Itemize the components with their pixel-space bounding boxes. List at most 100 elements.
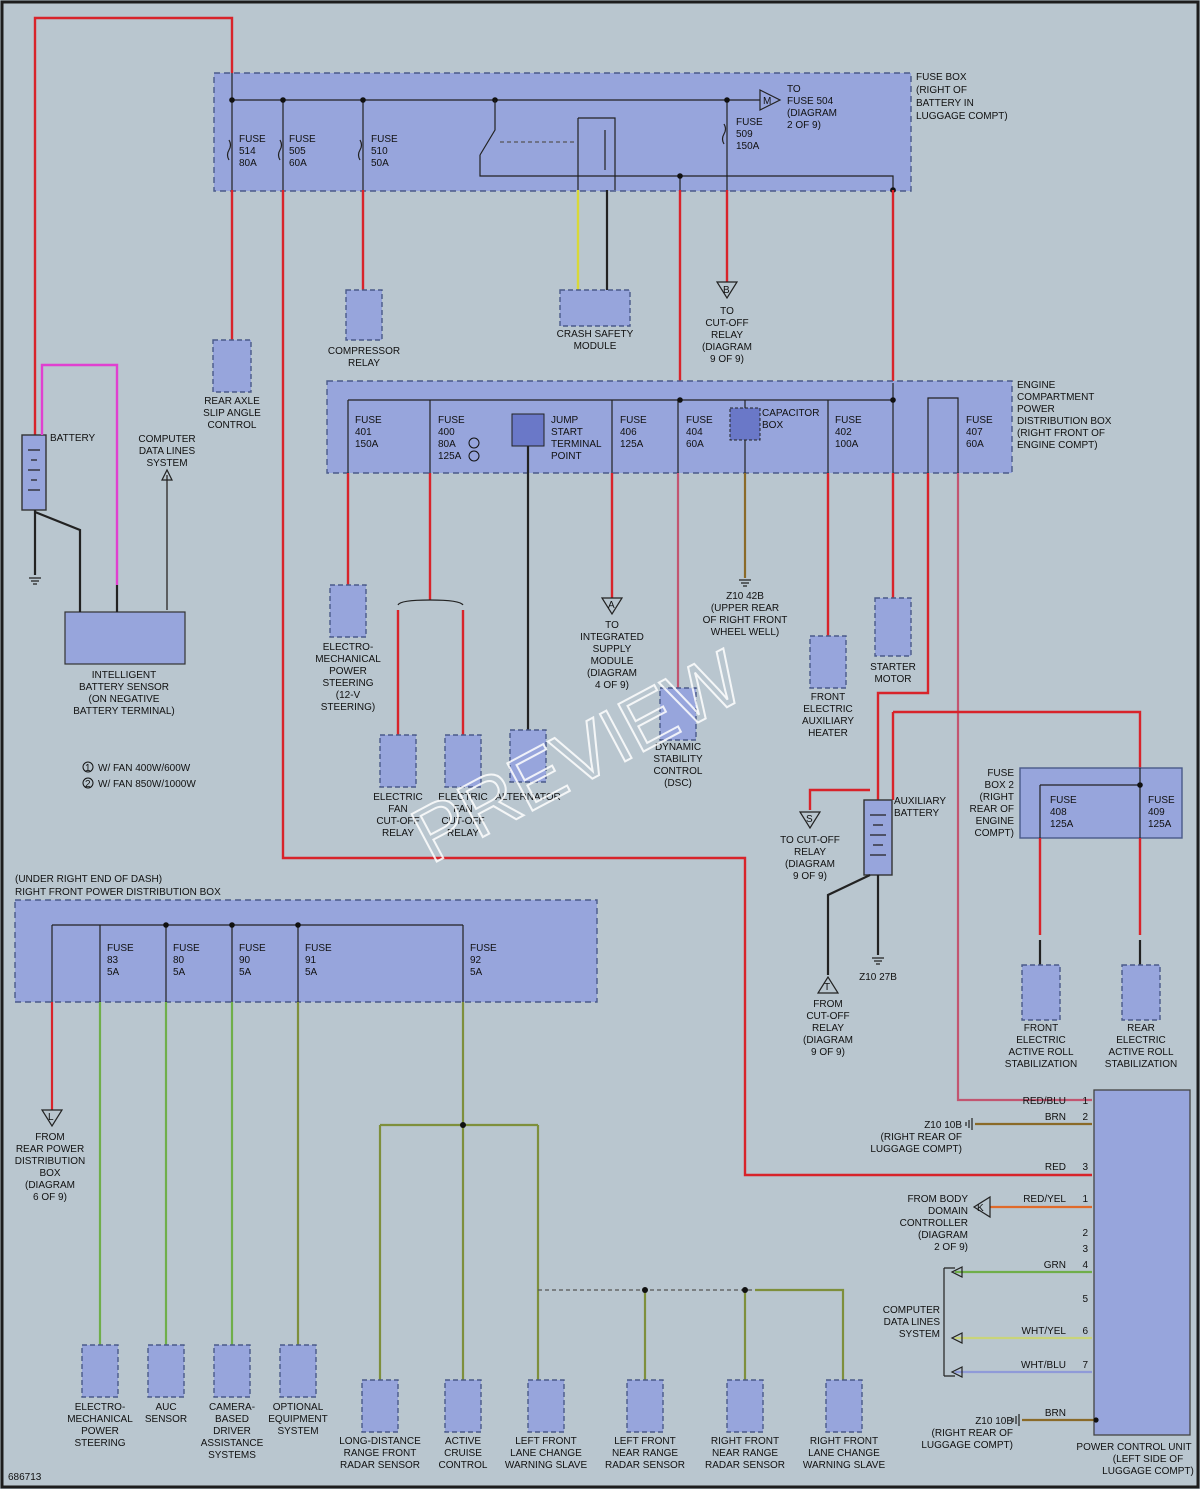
eps2-label: ELECTRO- MECHANICAL POWER STEERING [67,1402,133,1449]
svg-text:STARTER: STARTER [870,662,916,673]
svg-text:1: 1 [1082,1194,1088,1205]
cutoff-s-label: TO CUT-OFF RELAY (DIAGRAM 9 OF 9) [780,835,840,882]
svg-text:50A: 50A [371,158,389,169]
svg-text:ELECTRIC: ELECTRIC [1016,1035,1065,1046]
svg-text:5: 5 [1082,1294,1088,1305]
electric-fan-cutoff-relay-2 [444,734,482,788]
rear-arc-label: REAR ELECTRIC ACTIVE ROLL STABILIZATION [1105,1023,1177,1070]
svg-text:WHT/BLU: WHT/BLU [1021,1360,1066,1371]
svg-text:(DIAGRAM: (DIAGRAM [803,1035,853,1046]
svg-text:ENGINE: ENGINE [1017,380,1056,391]
fuse-80: FUSE 80 5A [173,943,200,978]
svg-text:408: 408 [1050,807,1067,818]
svg-text:CUT-OFF: CUT-OFF [376,816,419,827]
rear-axle-slip-angle-control [212,339,252,393]
electro-mechanical-power-steering [329,584,367,638]
svg-text:RELAY: RELAY [382,828,414,839]
engine-compartment-box [326,380,1013,474]
svg-text:RED/YEL: RED/YEL [1023,1194,1066,1205]
fuse-401: FUSE 401 150A [355,415,382,450]
svg-text:125A: 125A [438,451,462,462]
svg-text:80A: 80A [438,439,456,450]
svg-text:MODULE: MODULE [574,341,617,352]
battery-label: BATTERY [50,433,96,444]
fan1-label: ELECTRIC FAN CUT-OFF RELAY [373,792,422,839]
jump-start-terminal [511,413,545,447]
front-electric-active-roll-stabilization [1021,964,1061,1021]
z10-10b-b-label: Z10 10B (RIGHT REAR OF LUGGAGE COMPT) [921,1416,1013,1451]
svg-text:402: 402 [835,427,852,438]
svg-text:ELECTRIC: ELECTRIC [1116,1035,1165,1046]
lfl-label: LEFT FRONT LANE CHANGE WARNING SLAVE [505,1436,588,1471]
svg-text:TO: TO [787,84,801,95]
svg-text:(DIAGRAM: (DIAGRAM [587,668,637,679]
svg-text:LUGGAGE COMPT): LUGGAGE COMPT) [870,1144,962,1155]
ibs-label: INTELLIGENT BATTERY SENSOR (ON NEGATIVE … [73,670,175,717]
svg-text:START: START [551,427,583,438]
connector-t [816,975,840,994]
svg-text:100A: 100A [835,439,859,450]
svg-text:CONTROL: CONTROL [208,420,257,431]
svg-text:RELAY: RELAY [812,1023,844,1034]
svg-text:FUSE: FUSE [107,943,134,954]
svg-text:FUSE: FUSE [835,415,862,426]
svg-text:3: 3 [1082,1162,1088,1173]
svg-text:90: 90 [239,955,251,966]
svg-text:COMPRESSOR: COMPRESSOR [328,346,400,357]
svg-text:(RIGHT: (RIGHT [980,792,1014,803]
svg-text:125A: 125A [620,439,644,450]
svg-text:CRASH SAFETY: CRASH SAFETY [557,329,634,340]
fuse-408: FUSE 408 125A [1050,795,1077,830]
starter-motor [874,597,912,657]
svg-text:AUXILIARY: AUXILIARY [894,796,946,807]
fuse-92: FUSE 92 5A [470,943,497,978]
svg-text:409: 409 [1148,807,1165,818]
long-distance-radar-sensor [361,1379,399,1433]
ldr-label: LONG-DISTANCE RANGE FRONT RADAR SENSOR [339,1436,421,1471]
svg-text:TO: TO [605,620,619,631]
rfl-label: RIGHT FRONT LANE CHANGE WARNING SLAVE [803,1436,886,1471]
svg-text:SLIP ANGLE: SLIP ANGLE [203,408,261,419]
power-control-unit [1093,1089,1191,1436]
svg-text:4 OF 9): 4 OF 9) [595,680,629,691]
capacitor-box [729,407,761,441]
computer-data-label: COMPUTER DATA LINES SYSTEM [138,434,195,469]
svg-text:4: 4 [1082,1260,1088,1271]
fan2-label: ELECTRIC FAN CUT-OFF RELAY [438,792,487,839]
svg-text:STEERING: STEERING [74,1438,125,1449]
svg-text:FUSE 504: FUSE 504 [787,96,834,107]
electro-mechanical-power-steering-2 [81,1344,119,1398]
svg-text:MECHANICAL: MECHANICAL [315,654,381,665]
svg-text:(DIAGRAM: (DIAGRAM [918,1230,968,1241]
z10-10b-a-label: Z10 10B (RIGHT REAR OF LUGGAGE COMPT) [870,1120,962,1155]
svg-text:BATTERY: BATTERY [894,808,940,819]
svg-text:ACTIVE ROLL: ACTIVE ROLL [1008,1047,1073,1058]
svg-text:EQUIPMENT: EQUIPMENT [268,1414,327,1425]
to-fuse-504: TO FUSE 504 (DIAGRAM 2 OF 9) [787,84,837,131]
svg-text:FUSE: FUSE [1050,795,1077,806]
svg-text:83: 83 [107,955,119,966]
svg-text:HEATER: HEATER [808,728,848,739]
svg-text:Z10 10B: Z10 10B [924,1120,962,1131]
svg-text:92: 92 [470,955,482,966]
svg-text:ENGINE COMPT): ENGINE COMPT) [1017,440,1098,451]
fuse-409: FUSE 409 125A [1148,795,1175,830]
svg-text:LEFT FRONT: LEFT FRONT [614,1436,675,1447]
cutoff-b-label: TO CUT-OFF RELAY (DIAGRAM 9 OF 9) [702,306,752,365]
svg-text:RIGHT FRONT: RIGHT FRONT [711,1436,779,1447]
svg-text:LANE CHANGE: LANE CHANGE [510,1448,582,1459]
starter-label: STARTER MOTOR [870,662,916,685]
svg-text:CONTROLLER: CONTROLLER [900,1218,968,1229]
fuse-box-2-title: FUSE BOX 2 (RIGHT REAR OF ENGINE COMPT) [970,768,1015,839]
svg-text:COMPARTMENT: COMPARTMENT [1017,392,1094,403]
svg-text:3: 3 [1082,1244,1088,1255]
optional-equipment-system [279,1344,317,1398]
svg-text:DATA LINES: DATA LINES [884,1317,941,1328]
rfn-label: RIGHT FRONT NEAR RANGE RADAR SENSOR [705,1436,785,1471]
svg-text:DOMAIN: DOMAIN [928,1206,968,1217]
fuse-510: FUSE 510 50A [371,134,398,169]
camera-label: CAMERA- BASED DRIVER ASSISTANCE SYSTEMS [201,1402,264,1461]
from-bdc-label: FROM BODY DOMAIN CONTROLLER (DIAGRAM 2 O… [900,1194,969,1253]
svg-text:(DSC): (DSC) [664,778,692,789]
svg-text:NEAR RANGE: NEAR RANGE [612,1448,678,1459]
